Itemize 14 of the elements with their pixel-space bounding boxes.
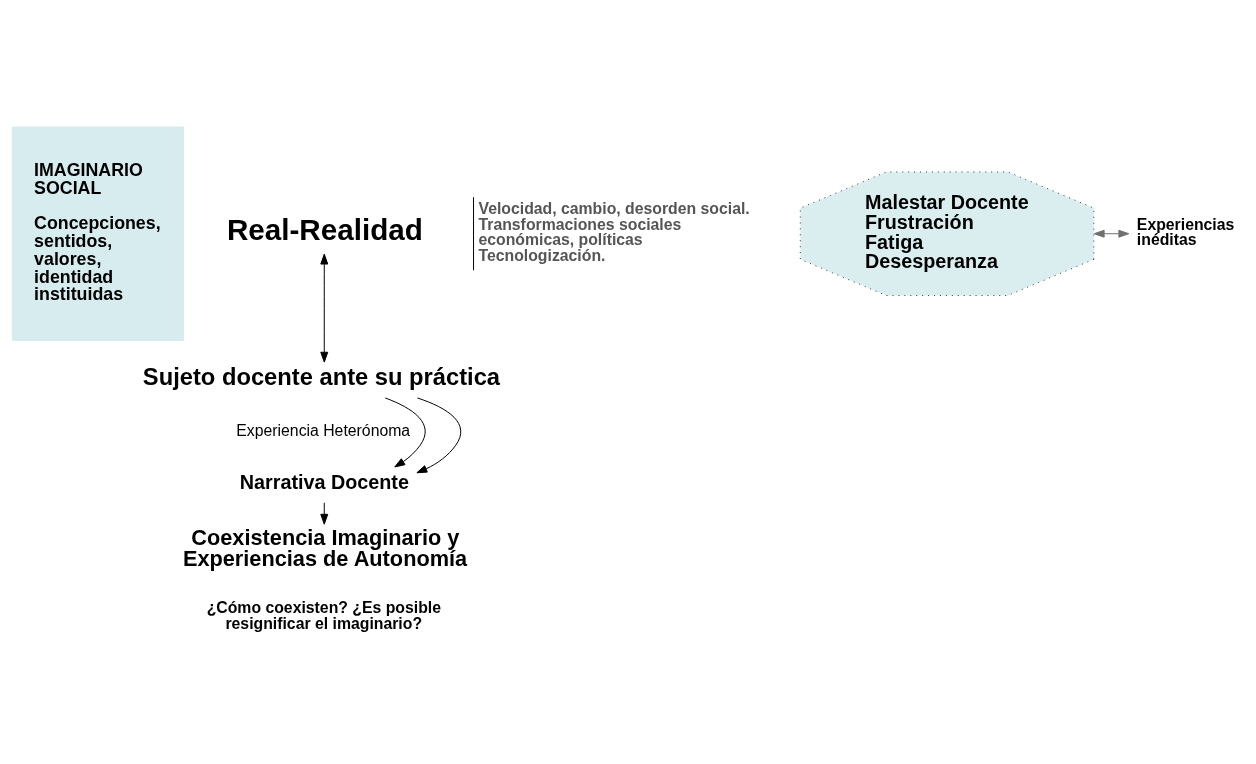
- node-label: Experiencia Heterónoma: [236, 422, 411, 440]
- node-box: IMAGINARIO SOCIAL Concepciones, sentidos, valores, identidad instituidas: [11, 126, 184, 341]
- node-text: Experiencias inéditas: [1136, 215, 1235, 249]
- node-label: ¿Cómo coexisten? ¿Es posible resignificar el imaginario?: [206, 599, 442, 632]
- node-text: Coexistencia Imaginario y Experiencias de Autonomía: [182, 524, 468, 572]
- node-text: Real-Realidad: [226, 213, 423, 247]
- node-text: Narrativa Docente: [239, 470, 409, 493]
- node-text: Sujeto docente ante su práctica: [142, 364, 501, 391]
- arrow: [320, 502, 329, 525]
- arrow: [384, 397, 426, 468]
- arrow: [1093, 229, 1130, 238]
- arrow: [320, 253, 329, 363]
- arrow: [416, 397, 462, 474]
- node-label: Velocidad, cambio, desorden social. Transformaciones sociales económicas, políticas Tecnologización.: [478, 199, 750, 265]
